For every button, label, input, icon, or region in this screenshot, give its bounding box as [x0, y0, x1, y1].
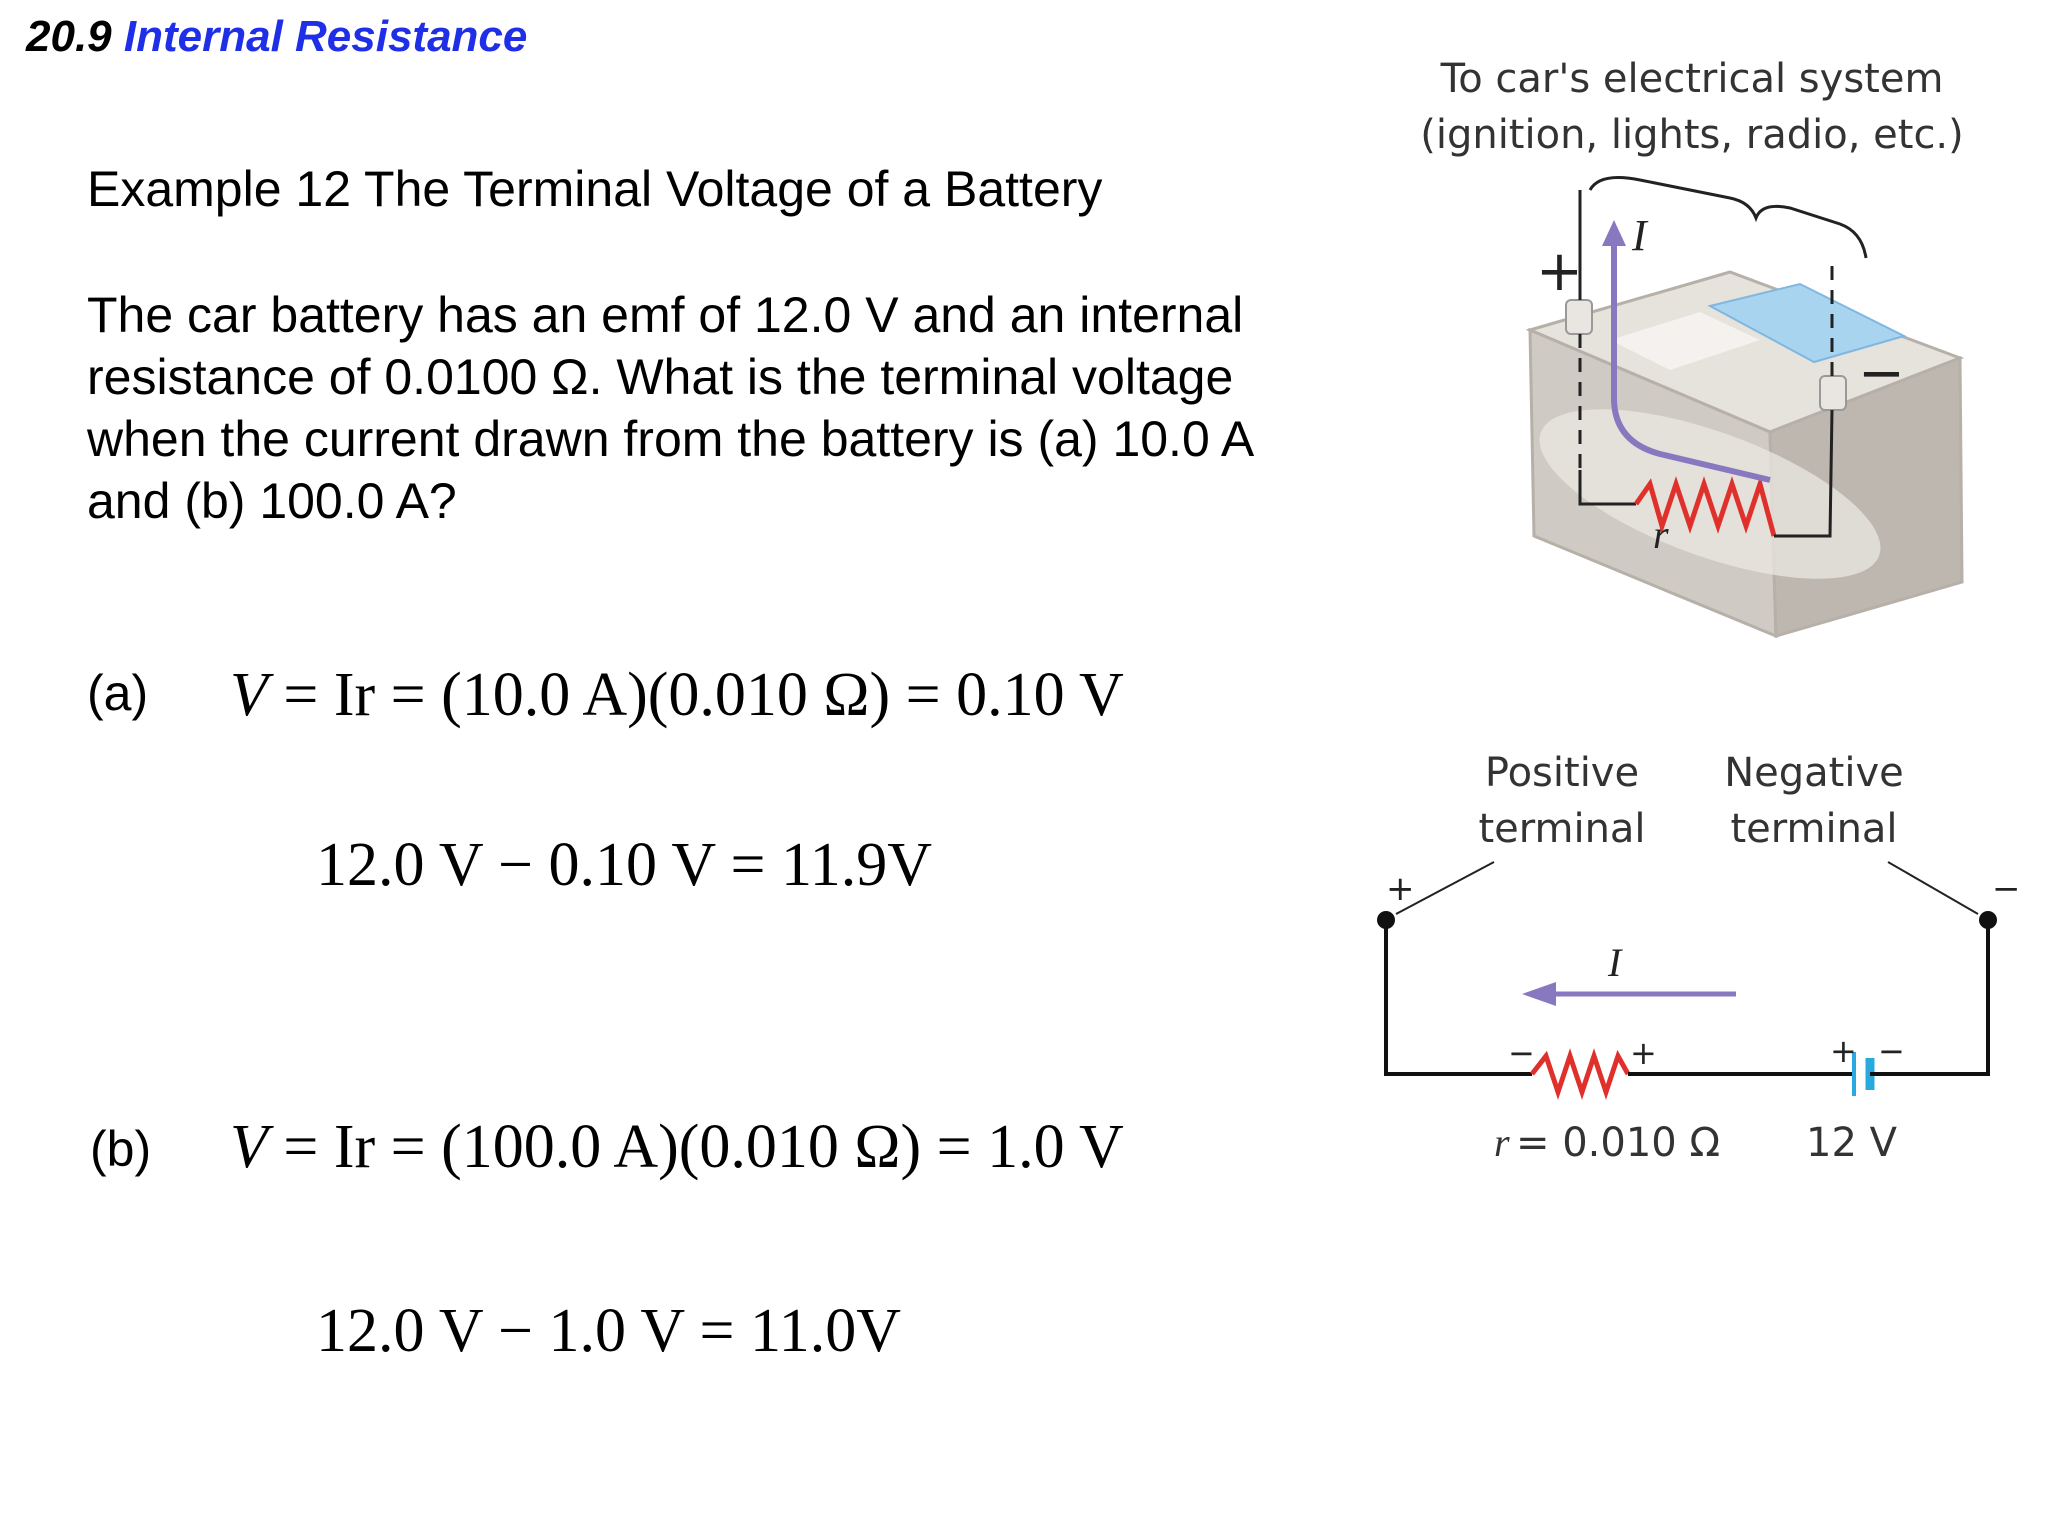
current-arrow-head: [1602, 220, 1626, 246]
minus-sign: −: [1992, 869, 2020, 909]
example-title: Example 12 The Terminal Voltage of a Bat…: [87, 161, 1103, 217]
ohm-relation: = Ir =: [283, 1113, 426, 1181]
problem-line-2: resistance of 0.0100 Ω. What is the term…: [87, 349, 1234, 405]
resistor-minus-sign: −: [1508, 1034, 1535, 1072]
wire-bottom-left: [1578, 470, 1636, 506]
top-strip: [1707, 282, 1907, 364]
resistor-label: r: [1653, 512, 1669, 557]
negative-terminal-label-1: Negative: [1724, 750, 1904, 796]
resistor-plus-sign: +: [1630, 1034, 1657, 1072]
wire-left: [1384, 920, 1532, 1076]
current-label: I: [1607, 940, 1623, 985]
current-label: I: [1631, 211, 1649, 260]
figure-caption-line-1: To car's electrical system: [1440, 56, 1944, 102]
section-title: Internal Resistance: [123, 12, 528, 61]
positive-terminal-label-1: Positive: [1485, 750, 1639, 796]
problem-line-4: and (b) 100.0 A?: [87, 473, 457, 529]
ohm-relation: = Ir =: [283, 661, 426, 729]
negative-terminal: [1819, 375, 1847, 411]
problem-line-3: when the current drawn from the battery …: [87, 411, 1255, 467]
section-heading: 20.9 Internal Resistance: [26, 12, 527, 62]
current-arrow: [1611, 230, 1771, 483]
internal-resistor: [1530, 1048, 1631, 1100]
section-number: 20.9: [26, 12, 112, 61]
part-a-label: (a): [87, 665, 149, 721]
car-battery-figure: To car's electrical system (ignition, li…: [1420, 56, 1965, 639]
emf-label: 12 V: [1806, 1120, 1898, 1166]
current-arrow-head: [1522, 982, 1556, 1006]
brace: [1588, 176, 1868, 259]
wire-bottom-right: [1774, 409, 1834, 538]
negative-pointer: [1887, 861, 1979, 915]
figure-caption-line-2: (ignition, lights, radio, etc.): [1420, 112, 1964, 158]
part-a-equation-1: V = Ir = (10.0 A)(0.010 Ω) = 0.10 V: [230, 660, 1124, 731]
negative-terminal-label-2: terminal: [1730, 806, 1897, 852]
problem-line-1: The car battery has an emf of 12.0 V and…: [87, 287, 1244, 343]
r-value: = 0.010 Ω: [1516, 1120, 1720, 1166]
part-b-label: (b): [90, 1121, 152, 1177]
internal-resistor: [1633, 475, 1777, 537]
r-symbol: r: [1494, 1120, 1510, 1165]
part-b-equation-1: V = Ir = (100.0 A)(0.010 Ω) = 1.0 V: [230, 1112, 1124, 1183]
wire-right: [1870, 920, 1990, 1076]
battery-plus-sign: +: [1830, 1032, 1857, 1070]
minus-sign: −: [1858, 341, 1905, 406]
circuit-diagram: Positive terminal Negative terminal + − …: [1377, 750, 2020, 1166]
plus-sign: +: [1536, 239, 1583, 304]
battery-minus-sign: −: [1878, 1032, 1905, 1070]
part-b-computation: (100.0 A)(0.010 Ω) = 1.0 V: [441, 1113, 1124, 1181]
positive-terminal-label-2: terminal: [1478, 806, 1645, 852]
part-a-equation-2: 12.0 V − 0.10 V = 11.9V: [316, 831, 932, 899]
part-b-equation-2: 12.0 V − 1.0 V = 11.0V: [316, 1297, 901, 1365]
voltage-symbol: V: [230, 661, 268, 729]
plus-sign: +: [1386, 869, 1415, 909]
part-a-computation: (10.0 A)(0.010 Ω) = 0.10 V: [441, 661, 1124, 729]
voltage-symbol: V: [230, 1113, 268, 1181]
positive-terminal: [1565, 299, 1593, 335]
positive-pointer: [1395, 861, 1495, 915]
